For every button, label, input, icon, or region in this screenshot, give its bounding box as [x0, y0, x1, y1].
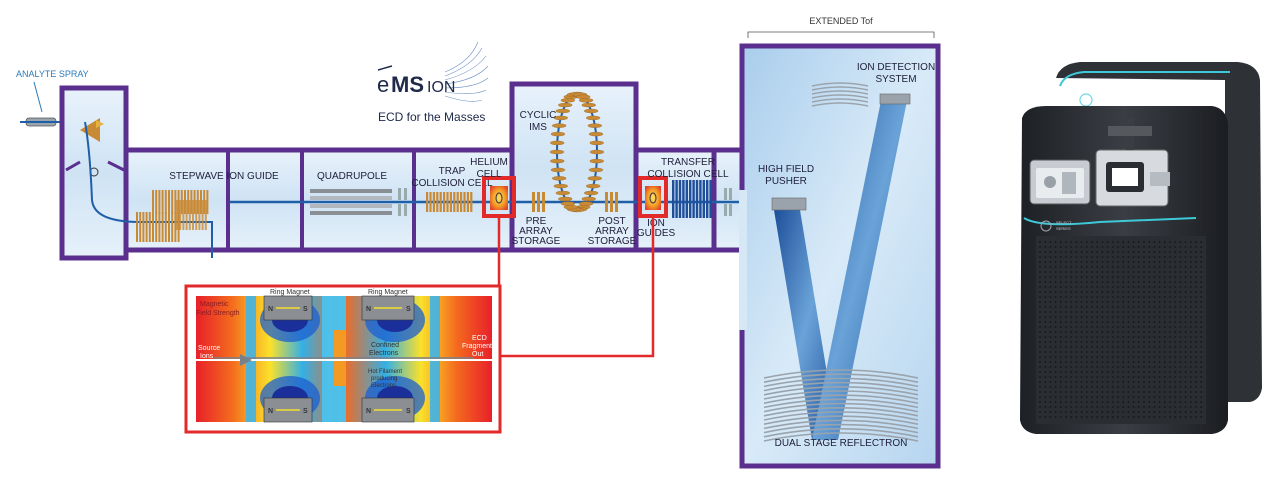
pusher-label-2: PUSHER: [765, 176, 807, 187]
pole-n-2: N: [366, 306, 371, 313]
tof-top-arcs: [811, 82, 869, 107]
ion-guides-label-2: GUIDES: [637, 228, 676, 239]
vent-holes: [1039, 241, 1203, 418]
ecd-out-label-3: Out: [472, 351, 483, 358]
exit-lenses: [724, 188, 732, 216]
ecd-cell: [638, 176, 668, 218]
brand-label-1: SELECT: [1056, 220, 1072, 225]
pole-s-2: S: [406, 306, 411, 313]
confined-label-2: Electrons: [369, 350, 399, 357]
ion-guides-label-1: ION: [647, 218, 665, 229]
cyclic-label-2: IMS: [529, 122, 547, 133]
ecd-cell-detail: N S N S N S N S Ring Magnet Ring Magnet …: [184, 284, 502, 434]
logo-tagline: ECD for the Masses: [378, 110, 485, 124]
post-array-label-1: POST: [598, 216, 625, 227]
filament-label-1: Hot Filament: [368, 369, 402, 375]
stepwave-ion-guide: [136, 190, 209, 242]
quadrupole-label: QUADRUPOLE: [317, 171, 387, 182]
brand-label-2: SERIES: [1056, 226, 1071, 231]
helium-label-2: CELL: [476, 169, 501, 180]
ring-magnet-right: [361, 295, 415, 423]
post-array-storage: [605, 192, 618, 212]
cyclic-label-1: CYCLIC: [520, 110, 557, 121]
trap-label-1: TRAP: [439, 166, 466, 177]
helium-label-1: HELIUM: [470, 157, 508, 168]
emsion-logo: e MS ION ECD for the Masses: [377, 41, 489, 124]
pole-n-4: N: [366, 408, 371, 415]
logo-arrow: [377, 65, 393, 71]
logo-ms: MS: [391, 72, 424, 97]
logo-e: e: [377, 72, 389, 97]
filament-label-2: producing: [371, 376, 397, 382]
confined-label-1: Confined: [371, 342, 399, 349]
instrument-photo: SELECT SERIES: [1020, 62, 1262, 434]
magnetic-label-2: Field Strength: [196, 310, 240, 317]
detector-label-2: SYSTEM: [875, 74, 916, 85]
extended-tof-bracket: EXTENDED Tof: [747, 16, 935, 38]
pre-array-label-2: ARRAY: [519, 226, 553, 237]
transfer-label-2: COLLISION CELL: [647, 169, 729, 180]
extended-tof-label: EXTENDED Tof: [809, 16, 873, 26]
transfer-collision-cell: [672, 180, 712, 218]
post-array-label-3: STORAGE: [588, 236, 637, 247]
pole-n-3: N: [268, 408, 273, 415]
analyte-spray-label: ANALYTE SPRAY: [16, 69, 89, 79]
pole-s-4: S: [406, 408, 411, 415]
post-array-label-2: ARRAY: [595, 226, 629, 237]
ion-detection-system: [879, 93, 911, 105]
reflectron-label: DUAL STAGE REFLECTRON: [775, 438, 908, 449]
detector-label-1: ION DETECTION: [857, 62, 935, 73]
source-internals: [65, 118, 213, 258]
connector-lines: [497, 216, 655, 358]
ring-magnet-left: [263, 295, 313, 423]
source-ions-label-1: Source: [198, 345, 220, 352]
trap-label-2: COLLISION CELL: [411, 178, 493, 189]
logo-swoosh: [444, 41, 489, 102]
logo-ion: ION: [427, 79, 455, 96]
ecd-out-label-1: ECD: [472, 335, 487, 342]
transfer-label-1: TRANSFER: [661, 157, 715, 168]
pole-s-1: S: [303, 306, 308, 313]
pusher-label-1: HIGH FIELD: [758, 164, 814, 175]
ring-magnet-right-label: Ring Magnet: [368, 289, 408, 296]
ring-magnet-left-label: Ring Magnet: [270, 289, 310, 296]
quadrupole: [310, 188, 407, 216]
high-field-pusher: [771, 197, 807, 211]
filament-label-3: Electrons: [371, 383, 396, 389]
ecd-out-label-2: Fragments: [462, 343, 496, 350]
pre-array-storage: [532, 192, 545, 212]
pre-array-label-3: STORAGE: [512, 236, 561, 247]
source-ions-label-2: Ions: [200, 353, 214, 360]
pole-s-3: S: [303, 408, 308, 415]
dual-stage-reflectron: [763, 369, 919, 442]
magnetic-label-1: Magnetic: [200, 301, 229, 308]
trap-collision-cell: [426, 192, 473, 212]
stepwave-label: STEPWAVE ION GUIDE: [169, 171, 279, 182]
pre-array-label-1: PRE: [526, 216, 547, 227]
pole-n-1: N: [268, 306, 273, 313]
cyclic-ims-ring: [549, 91, 605, 213]
